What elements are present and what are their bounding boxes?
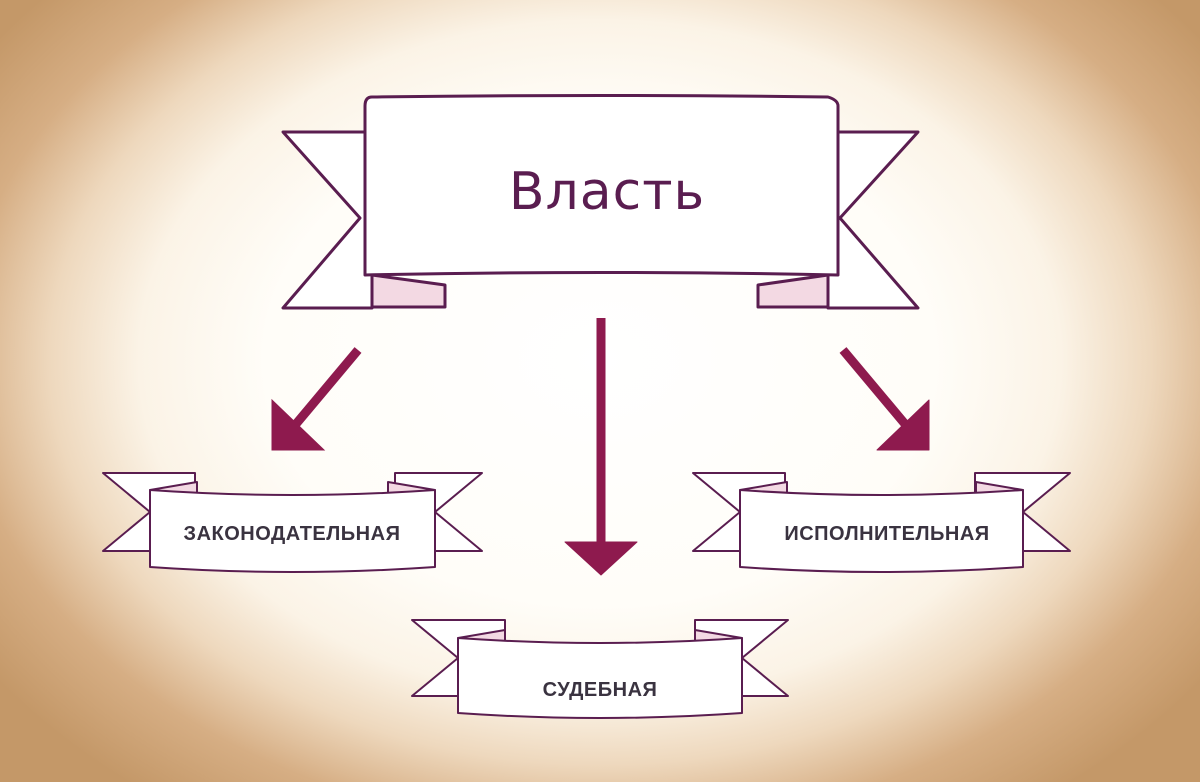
main-ribbon-body: [363, 94, 840, 277]
label-executive: ИСПОЛНИТЕЛЬНАЯ: [784, 523, 989, 545]
arrow-right: [839, 347, 930, 451]
main-ribbon-left-fold: [370, 273, 447, 309]
arrow-left: [271, 347, 362, 451]
main-ribbon: Власть: [281, 94, 920, 310]
ribbon-legislative-body: [149, 489, 436, 573]
main-ribbon-left-tail: [281, 130, 374, 310]
ribbon-executive-body: [739, 489, 1024, 573]
ribbon-legislative: ЗАКОНОДАТЕЛЬНАЯ: [102, 472, 483, 573]
main-title: Власть: [509, 162, 705, 222]
ribbon-judicial-body: [457, 637, 743, 719]
label-judicial: СУДЕБНАЯ: [543, 679, 658, 701]
label-legislative: ЗАКОНОДАТЕЛЬНАЯ: [184, 523, 401, 545]
ribbon-executive: ИСПОЛНИТЕЛЬНАЯ: [692, 472, 1071, 573]
main-ribbon-right-tail: [826, 130, 920, 310]
ribbon-judicial: СУДЕБНАЯ: [411, 619, 789, 719]
main-ribbon-right-fold: [756, 273, 830, 309]
arrow-center: [564, 318, 638, 576]
